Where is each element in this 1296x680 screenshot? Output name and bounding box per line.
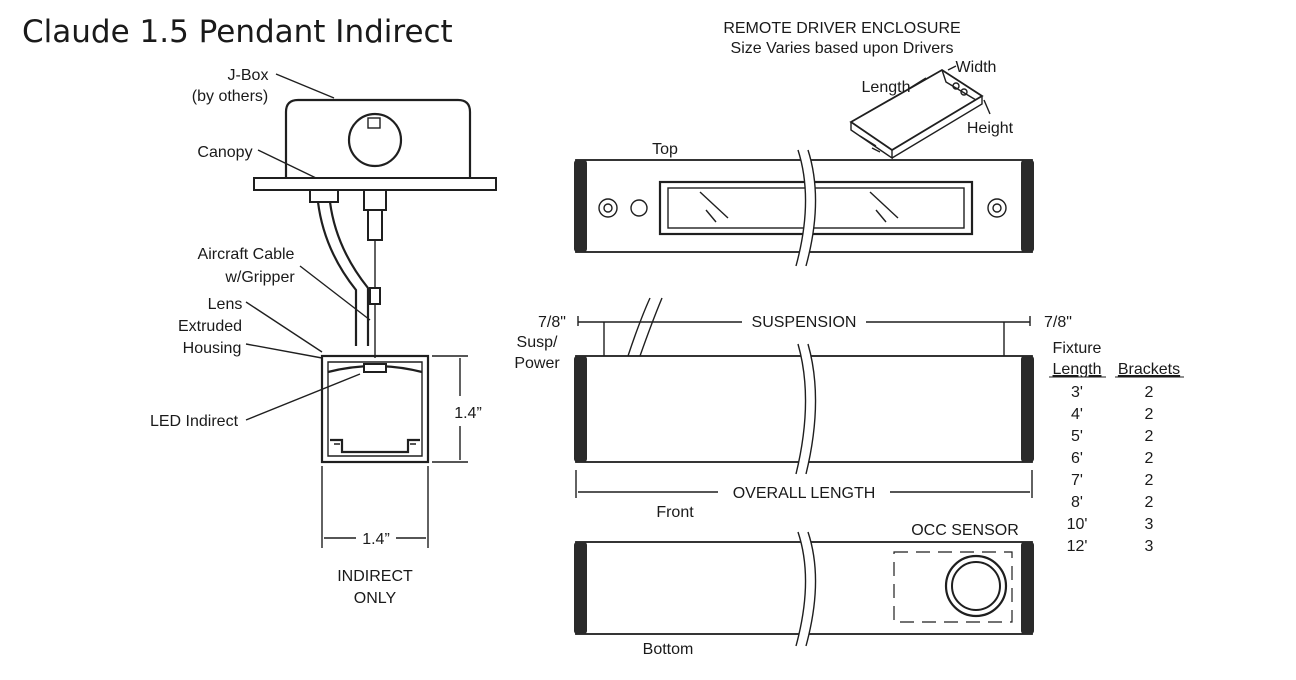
- table-cell-brackets: 3: [1145, 538, 1154, 555]
- driver-subheading: Size Varies based upon Drivers: [731, 40, 954, 57]
- driver-length-label: Length: [862, 79, 911, 96]
- top-view-label: Top: [652, 141, 678, 158]
- top-view-drawing: [574, 149, 1034, 267]
- table-header-brackets: Brackets: [1118, 361, 1180, 378]
- table-cell-length: 5': [1071, 428, 1083, 445]
- table-cell-length: 4': [1071, 406, 1083, 423]
- table-header-length: Length: [1053, 361, 1102, 378]
- driver-enclosure-drawing: [849, 65, 991, 160]
- overall-length-dim: OVERALL LENGTH: [733, 485, 876, 502]
- page-title: Claude 1.5 Pendant Indirect: [22, 14, 453, 50]
- table-cell-length: 3': [1071, 384, 1083, 401]
- front-view-drawing: [574, 297, 1034, 498]
- table-cell-brackets: 2: [1145, 428, 1154, 445]
- section-caption-2: ONLY: [354, 590, 397, 607]
- brackets-table: Fixture Length Brackets 3' 2 4' 2 5' 2 6' 2 7' 2 8…: [1049, 340, 1184, 555]
- bottom-view-label: Bottom: [643, 641, 694, 658]
- section-drawing: [245, 73, 497, 548]
- table-rows: 3' 2 4' 2 5' 2 6' 2 7' 2 8' 2 10' 3 12' 3: [1067, 384, 1154, 555]
- gripper-label: w/Gripper: [224, 269, 295, 286]
- table-cell-length: 8': [1071, 494, 1083, 511]
- suspension-dim: SUSPENSION: [752, 314, 857, 331]
- susp-power-label-2: Power: [514, 355, 560, 372]
- left-offset-dim: 7/8": [538, 314, 566, 331]
- canopy-label: Canopy: [197, 144, 252, 161]
- front-view-label: Front: [656, 504, 694, 521]
- right-offset-dim: 7/8": [1044, 314, 1072, 331]
- aircraft-cable-label: Aircraft Cable: [198, 246, 295, 263]
- driver-width-label: Width: [956, 59, 997, 76]
- table-cell-brackets: 3: [1145, 516, 1154, 533]
- table-cell-brackets: 2: [1145, 450, 1154, 467]
- table-cell-length: 12': [1067, 538, 1088, 555]
- table-header-fixture: Fixture: [1053, 340, 1102, 357]
- table-cell-brackets: 2: [1145, 472, 1154, 489]
- housing-label-2: Housing: [183, 340, 242, 357]
- driver-height-label: Height: [967, 120, 1014, 137]
- jbox-label: J-Box: [228, 67, 269, 84]
- table-cell-brackets: 2: [1145, 384, 1154, 401]
- table-cell-brackets: 2: [1145, 494, 1154, 511]
- table-cell-brackets: 2: [1145, 406, 1154, 423]
- table-cell-length: 6': [1071, 450, 1083, 467]
- driver-heading: REMOTE DRIVER ENCLOSURE: [723, 20, 960, 37]
- jbox-note: (by others): [192, 88, 268, 105]
- bottom-view-drawing: [574, 531, 1034, 647]
- section-caption-1: INDIRECT: [337, 568, 413, 585]
- width-dimension: 1.4”: [362, 531, 390, 548]
- occ-sensor-label: OCC SENSOR: [911, 522, 1019, 539]
- table-cell-length: 10': [1067, 516, 1088, 533]
- table-cell-length: 7': [1071, 472, 1083, 489]
- lens-label: Lens: [208, 296, 243, 313]
- susp-power-label-1: Susp/: [517, 334, 558, 351]
- housing-label-1: Extruded: [178, 318, 242, 335]
- led-indirect-label: LED Indirect: [150, 413, 239, 430]
- height-dimension: 1.4”: [454, 405, 482, 422]
